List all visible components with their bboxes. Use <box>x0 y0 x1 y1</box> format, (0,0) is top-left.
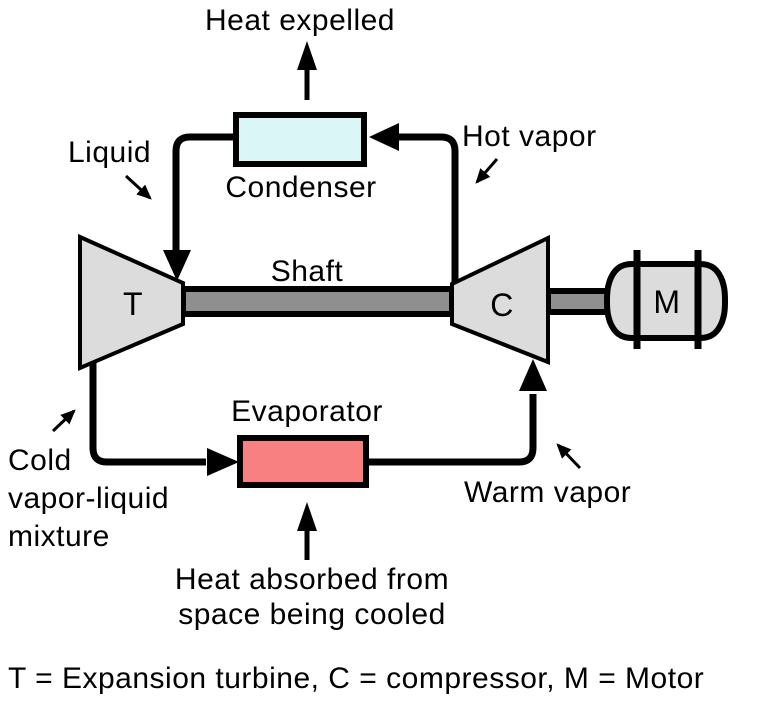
legend-text: T = Expansion turbine, C = compressor, M… <box>8 662 704 695</box>
warm-vapor-label: Warm vapor <box>464 476 631 509</box>
turbine-shape <box>78 233 185 372</box>
pipe-hot-vapor <box>397 133 459 282</box>
hot-vapor-pointer-arrow-icon <box>475 158 499 184</box>
condenser-label: Condenser <box>225 171 376 204</box>
cold-mixture-label-line2: vapor-liquid <box>8 482 169 515</box>
cold-mixture-pointer-arrow-icon <box>51 409 76 433</box>
compressor-symbol: C <box>490 287 514 323</box>
compressor-shape <box>450 234 550 365</box>
turbine-symbol: T <box>123 286 143 322</box>
heat-expelled-arrowhead-icon <box>297 41 317 70</box>
heat-absorbed-label-line1: Heat absorbed from <box>175 563 449 596</box>
cold-mixture-label-line1: Cold <box>8 444 72 477</box>
warm-vapor-pointer-arrow-icon <box>556 443 582 470</box>
cold-mixture-label-line3: mixture <box>8 520 110 553</box>
shaft-bar <box>180 286 455 317</box>
pipe-warm-vapor-arrowhead-icon <box>519 359 547 391</box>
liquid-label: Liquid <box>68 136 151 169</box>
pipe-warm-vapor <box>366 394 537 466</box>
pipe-cold-mixture-arrowhead-icon <box>207 448 239 476</box>
heat-absorbed-label-line2: space being cooled <box>178 598 446 631</box>
condenser-box <box>233 112 367 167</box>
hot-vapor-label: Hot vapor <box>462 120 597 153</box>
shaft-motor-bar <box>545 288 615 315</box>
liquid-pointer-arrow-icon <box>124 174 152 200</box>
pipe-liquid-arrowhead-icon <box>163 250 191 281</box>
pipe-liquid <box>172 133 236 256</box>
pipe-cold-mixture <box>89 358 206 466</box>
evaporator-label: Evaporator <box>231 395 383 428</box>
shaft-label: Shaft <box>271 255 344 288</box>
motor-symbol: M <box>653 284 680 320</box>
heat-expelled-label: Heat expelled <box>205 4 395 37</box>
heat-absorbed-arrowhead-icon <box>297 502 317 531</box>
evaporator-box <box>237 435 369 488</box>
pipe-hot-vapor-arrowhead-icon <box>369 123 399 151</box>
